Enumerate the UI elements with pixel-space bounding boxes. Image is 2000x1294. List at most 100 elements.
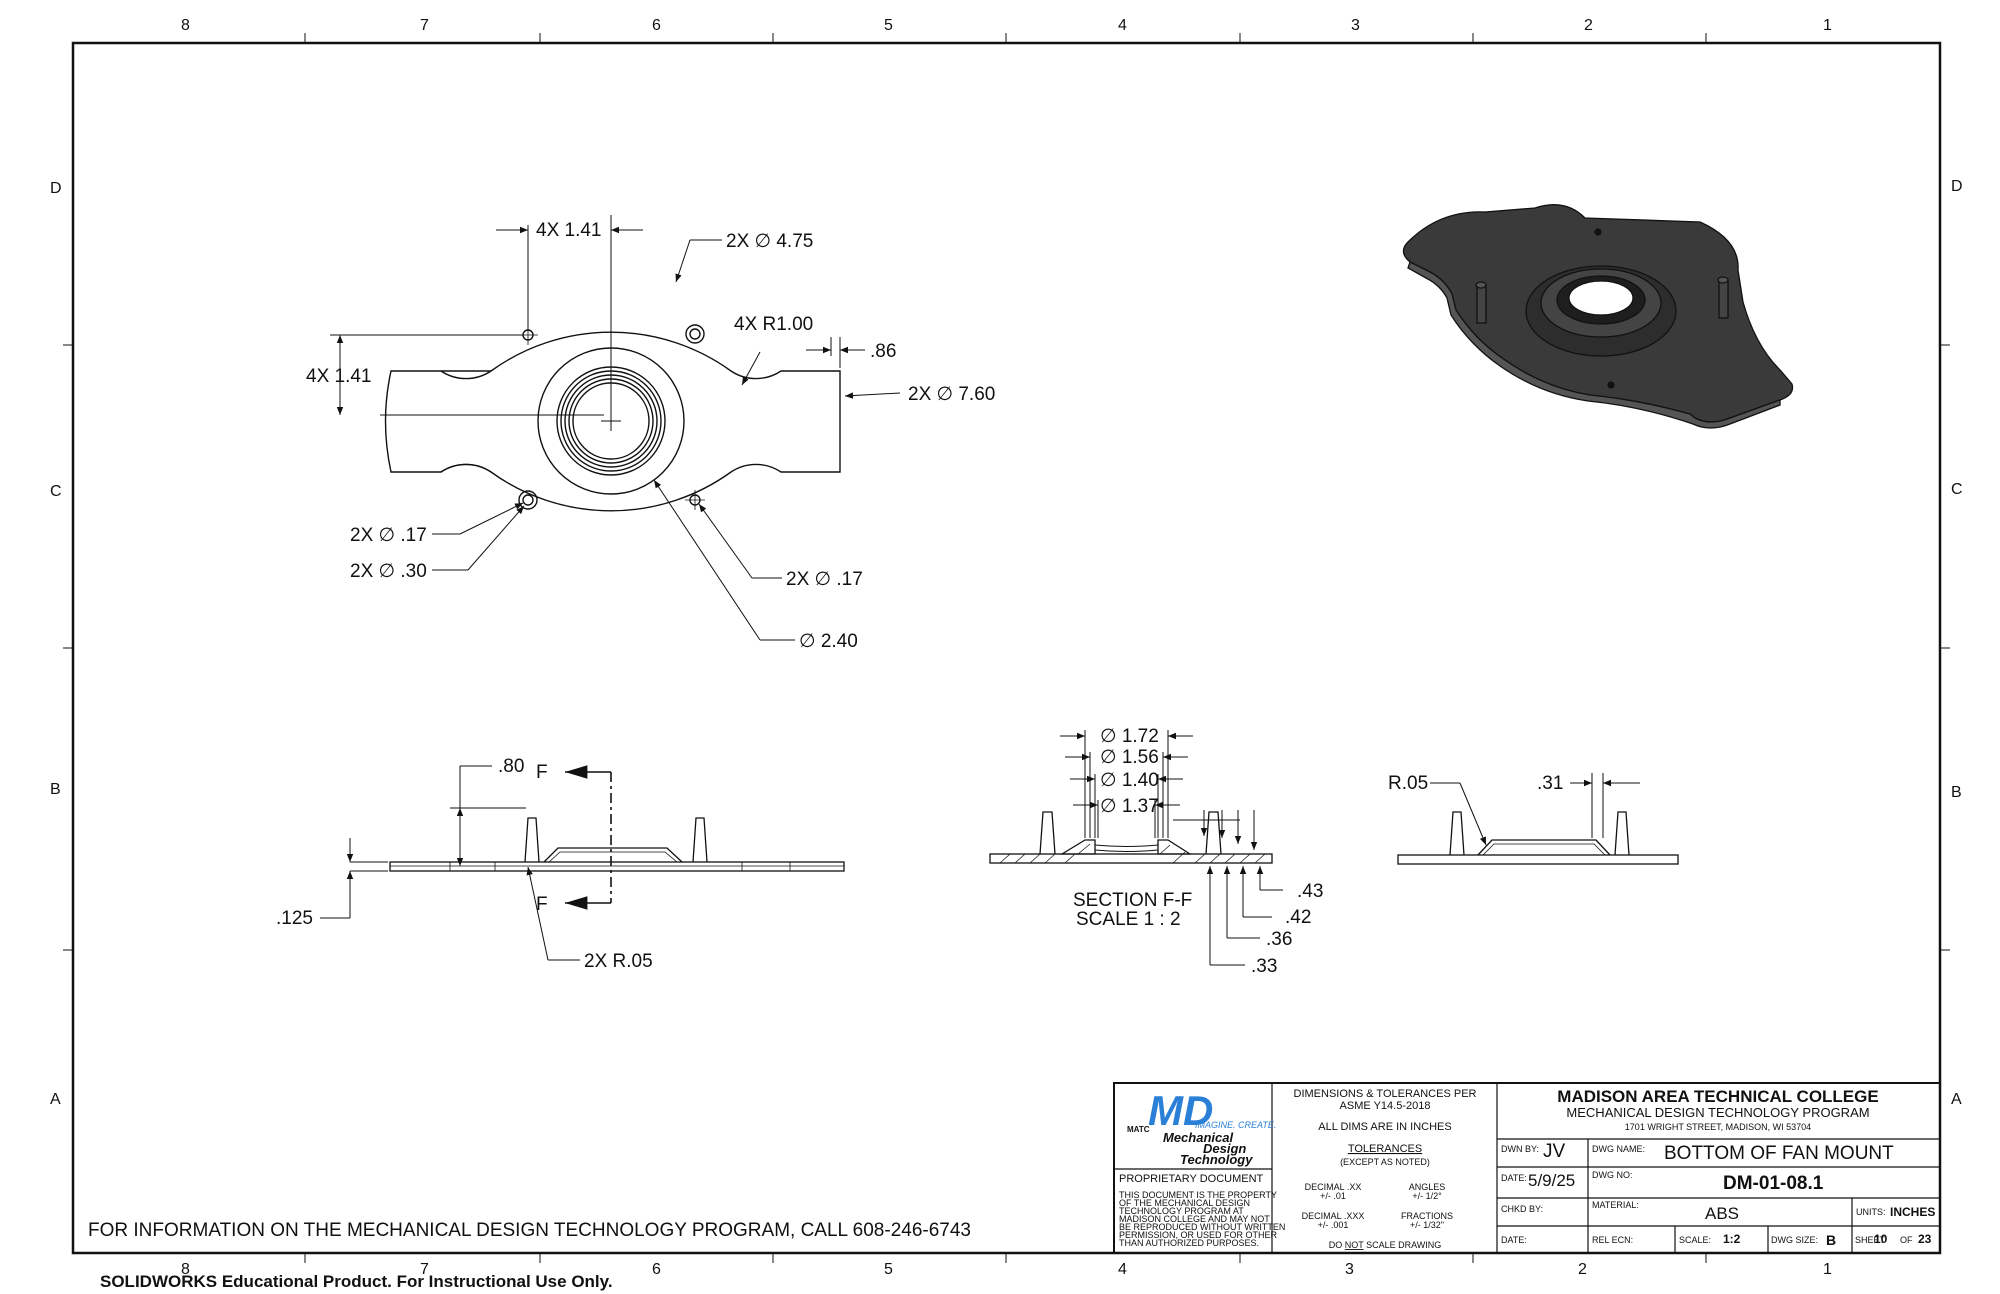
- right-view-dims: R.05 .31: [1388, 773, 1563, 794]
- dim-tab-dia: 2X ∅ 7.60: [908, 384, 995, 405]
- dim-right-fillet: R.05: [1388, 773, 1428, 794]
- zone-col-4-bottom: 4: [1118, 1261, 1127, 1278]
- date-value: 5/9/25: [1528, 1171, 1575, 1190]
- zone-col-6-top: 6: [652, 17, 661, 34]
- zone-col-5-bottom: 5: [884, 1261, 893, 1278]
- units-note: ALL DIMS ARE IN INCHES: [1318, 1121, 1451, 1133]
- zone-col-6-bottom: 6: [652, 1261, 661, 1278]
- section-depth-4: .33: [1251, 956, 1277, 977]
- right-boss: [1477, 839, 1611, 856]
- logo-tagline: IMAGINE. CREATE.: [1195, 1120, 1276, 1130]
- logo-line-3: Technology: [1180, 1152, 1253, 1167]
- side-boss: [543, 847, 683, 863]
- proprietary-line-2: OF THE MECHANICAL DESIGN: [1119, 1198, 1250, 1208]
- dwg-no-label: DWG NO:: [1592, 1170, 1633, 1180]
- tol-decimal-3-value: +/- .001: [1318, 1220, 1349, 1230]
- tol-decimal-2-value: +/- .01: [1320, 1191, 1346, 1201]
- std-line-2: ASME Y14.5-2018: [1340, 1100, 1431, 1112]
- section-plate: [989, 853, 1273, 864]
- zone-row-C-left: C: [50, 483, 62, 500]
- college-address: 1701 WRIGHT STREET, MADISON, WI 53704: [1625, 1122, 1811, 1132]
- section-arrow-label-bottom: F: [536, 894, 548, 915]
- tol-fractions-value: +/- 1/32": [1410, 1220, 1444, 1230]
- section-dia-3: ∅ 1.40: [1100, 770, 1159, 791]
- no-scale-note: DO NOT SCALE DRAWING: [1329, 1240, 1442, 1250]
- dim-hole-spacing-y: 4X 1.41: [306, 366, 372, 387]
- sheet-label: SHEET: [1855, 1235, 1886, 1245]
- section-depth-3: .36: [1266, 929, 1292, 950]
- rel-ecn-label: REL ECN:: [1592, 1235, 1633, 1245]
- logo-monogram: MD: [1148, 1087, 1213, 1134]
- dim-pin-width: .31: [1537, 773, 1563, 794]
- right-pin-left: [1449, 811, 1465, 856]
- units-label: UNITS:: [1856, 1207, 1886, 1217]
- dwg-name-value: BOTTOM OF FAN MOUNT: [1664, 1143, 1894, 1164]
- dwg-no-value: DM-01-08.1: [1723, 1173, 1824, 1194]
- dim-hole-cbore: 2X ∅ .30: [350, 561, 427, 582]
- section-view-labels: ∅ 1.72 ∅ 1.56 ∅ 1.40 ∅ 1.37 .43 .42 .36 …: [1073, 726, 1323, 977]
- dim-boss-dia: ∅ 2.40: [799, 631, 858, 652]
- iso-pin-left: [1476, 284, 1487, 324]
- tolerances-title: TOLERANCES: [1348, 1143, 1422, 1155]
- college-header: MADISON AREA TECHNICAL COLLEGE MECHANICA…: [1557, 1087, 1878, 1132]
- zone-row-D-left: D: [50, 180, 62, 197]
- bottom-info-note: FOR INFORMATION ON THE MECHANICAL DESIGN…: [88, 1220, 971, 1241]
- zone-row-D-right: D: [1951, 178, 1963, 195]
- zone-col-7-bottom: 7: [420, 1261, 429, 1278]
- proprietary-line-3: TECHNOLOGY PROGRAM AT: [1119, 1206, 1244, 1216]
- proprietary-line-6: PERMISSION, OR USED FOR OTHER: [1119, 1230, 1278, 1240]
- tolerances-sub: (EXCEPT AS NOTED): [1340, 1157, 1430, 1167]
- section-pin-right: [1205, 811, 1222, 855]
- section-dia-2: ∅ 1.56: [1100, 747, 1159, 768]
- tol-angles-label: ANGLES: [1409, 1182, 1446, 1192]
- right-view: [1397, 773, 1679, 865]
- dim-fillet: 2X R.05: [584, 951, 653, 972]
- side-plate: [389, 861, 845, 872]
- border: [63, 33, 1950, 1263]
- section-dia-1: ∅ 1.72: [1100, 726, 1159, 747]
- drawn-by-label: DWN BY:: [1501, 1144, 1539, 1154]
- sheet-of-label: OF: [1900, 1235, 1913, 1245]
- dim-hole-spacing-x: 4X 1.41: [536, 220, 602, 241]
- top-view-dims: 4X 1.41 4X 1.41 2X ∅ 4.75 4X R1.00 .86 2…: [306, 220, 995, 652]
- material-label: MATERIAL:: [1592, 1200, 1639, 1210]
- section-title: SECTION F-F: [1073, 890, 1192, 911]
- zone-col-2-bottom: 2: [1578, 1261, 1587, 1278]
- iso-pin-right: [1718, 279, 1729, 319]
- dwg-size-value: B: [1826, 1232, 1836, 1248]
- zone-col-8-top: 8: [181, 17, 190, 34]
- zone-row-A-right: A: [1951, 1091, 1962, 1108]
- zone-col-2-top: 2: [1584, 17, 1593, 34]
- std-line-1: DIMENSIONS & TOLERANCES PER: [1294, 1088, 1477, 1100]
- tol-decimal-3-label: DECIMAL .XXX: [1302, 1211, 1365, 1221]
- section-arrow-label-top: F: [536, 762, 548, 783]
- drawing-info: DWN BY: JV DATE: 5/9/25 CHKD BY: DATE: D…: [1501, 1141, 1935, 1248]
- side-view: [320, 765, 845, 961]
- educational-watermark: SOLIDWORKS Educational Product. For Inst…: [100, 1272, 613, 1291]
- zone-col-3-top: 3: [1351, 17, 1360, 34]
- sheet-total-value: 23: [1918, 1232, 1932, 1246]
- mdt-logo: MD IMAGINE. CREATE. MATC Mechanical Desi…: [1127, 1087, 1276, 1167]
- dim-outer-dia: 2X ∅ 4.75: [726, 231, 813, 252]
- section-depth-2: .42: [1285, 907, 1311, 928]
- logo-line-2: Design: [1203, 1141, 1246, 1156]
- dim-hole-small-1: 2X ∅ .17: [350, 525, 427, 546]
- proprietary-line-7: THAN AUTHORIZED PURPOSES.: [1119, 1238, 1259, 1248]
- checked-by-label: CHKD BY:: [1501, 1204, 1543, 1214]
- zone-col-1-bottom: 1: [1823, 1261, 1832, 1278]
- zone-labels: 8 7 6 5 4 3 2 1 8 7 6 5 4 3 2 1 D C B A …: [50, 17, 1963, 1278]
- tol-decimal-2-label: DECIMAL .XX: [1305, 1182, 1362, 1192]
- tol-fractions-label: FRACTIONS: [1401, 1211, 1453, 1221]
- zone-col-7-top: 7: [420, 17, 429, 34]
- side-view-dims: .80 .125 2X R.05 F F: [276, 756, 653, 972]
- title-block: [1113, 1082, 1941, 1254]
- right-pin-right: [1614, 811, 1630, 856]
- zone-col-5-top: 5: [884, 17, 893, 34]
- college-name: MADISON AREA TECHNICAL COLLEGE: [1557, 1087, 1878, 1106]
- zone-row-C-right: C: [1951, 481, 1963, 498]
- proprietary-title: PROPRIETARY DOCUMENT: [1119, 1173, 1264, 1185]
- section-scale: SCALE 1 : 2: [1076, 909, 1181, 930]
- dim-corner-radius: 4X R1.00: [734, 314, 813, 335]
- program-name: MECHANICAL DESIGN TECHNOLOGY PROGRAM: [1566, 1105, 1869, 1120]
